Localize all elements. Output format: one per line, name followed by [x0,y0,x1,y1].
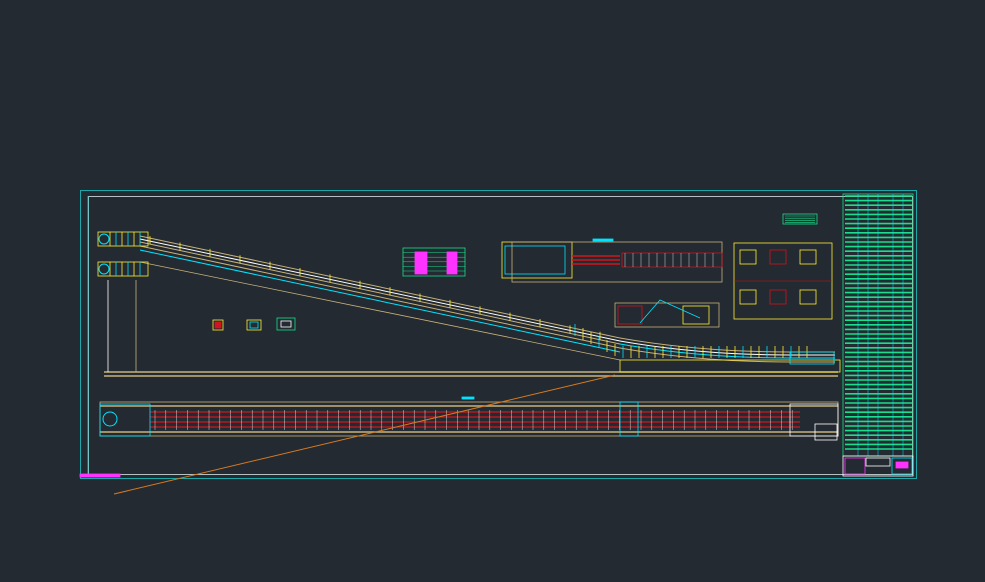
frame-detail-cell [799,249,817,265]
detail-box-3 [276,317,296,331]
pulley-detail-lead [639,299,701,324]
inclined-belt-line-4 [139,249,621,353]
table-highlight [414,251,428,275]
pulley-detail-box [614,302,720,328]
drive-section-box [501,241,573,279]
curve-belt-line-0 [619,337,835,353]
pulley-detail-right [682,305,710,325]
tail-pulley-frame [97,261,149,277]
detail-views [402,213,833,328]
title-block-signatures [844,457,866,475]
title-block-name [865,457,891,467]
plan-tail-pulley [102,411,118,427]
head-frame [619,359,841,373]
inclined-belt-line-3 [139,245,621,349]
section-envelope [511,241,723,283]
frame-detail-cell [769,289,787,305]
section-belt-block [621,252,723,268]
lower-support-line [139,261,621,361]
inclined-belt-line-2 [139,241,621,345]
title-block-logo-mark [895,461,909,469]
detail-box-3-core [280,320,292,328]
head-pulley-frame [789,351,835,365]
title-block [842,455,914,477]
curve-belt-line-1 [619,340,835,356]
plan-motor [814,423,838,441]
plan-tail-end [99,403,151,437]
frame-detail-cell [769,249,787,265]
detail-box-2-core [249,321,259,329]
title-block-outline [842,455,914,477]
curve-belt-line-2 [619,343,835,359]
frame-detail-cell [739,289,757,305]
frame-detail-cell [799,289,817,305]
plan-drive-unit [619,401,639,437]
detail-box-1-core [214,321,222,329]
drive-section-inner [504,245,566,275]
outer-border [80,190,917,479]
construction-line [113,374,616,495]
frame-detail-cell [739,249,757,265]
table-highlight-2 [446,251,458,275]
title-block-logo [891,457,913,475]
conveyor-plan-view [99,396,839,441]
detail-box-2 [246,319,262,331]
inclined-belt-line-1 [139,238,621,342]
inclined-belt-line-0 [139,235,621,339]
plan-head-end [789,403,839,437]
drawing-frame [79,190,917,479]
inner-border [88,196,913,475]
bill-of-materials-table [842,193,914,457]
notes-block [782,213,818,225]
detail-box-1 [212,319,224,331]
section-title-mark [592,238,614,242]
pulley-detail-left [617,305,643,325]
curve-belt-line-3 [619,347,835,363]
tail-pulley [98,263,110,275]
conveyor-side-view [97,231,841,377]
tail-pulley-frame [97,231,149,247]
plan-label-mark [461,396,475,400]
tail-pulley [98,233,110,245]
layer-marker [79,473,121,478]
